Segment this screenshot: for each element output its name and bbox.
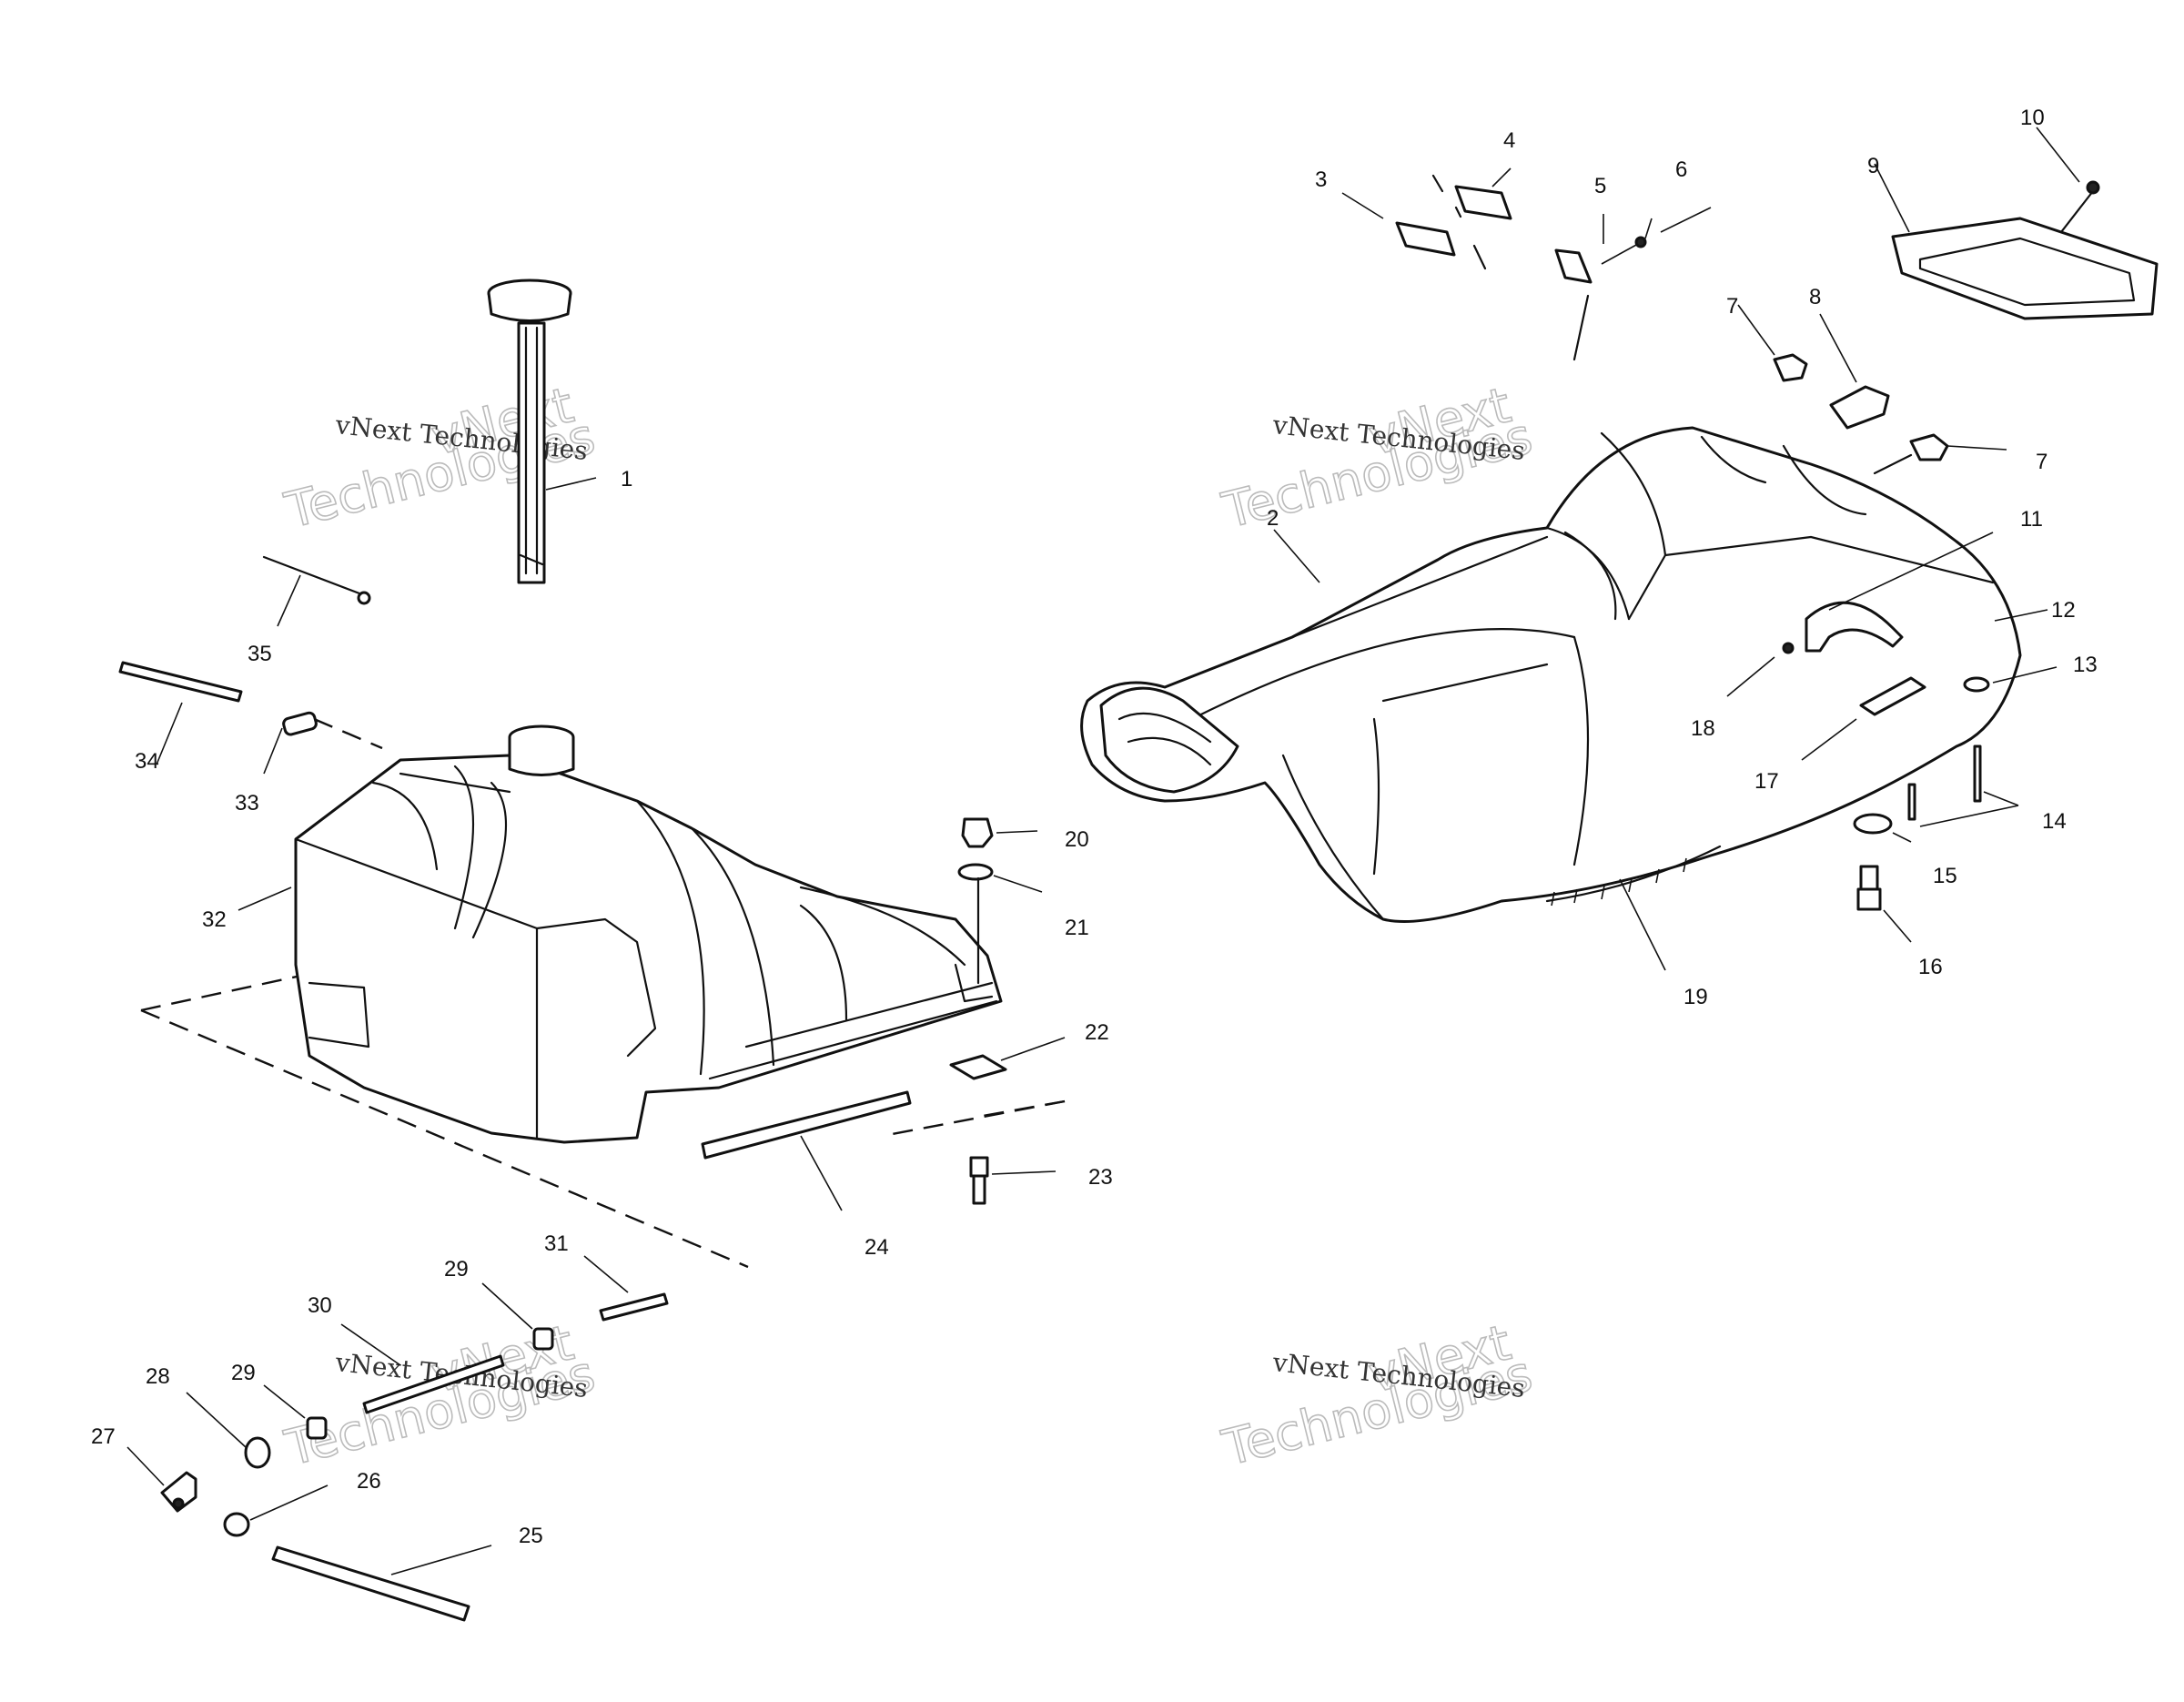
callout-1: 1 xyxy=(621,467,632,491)
callout-29a: 29 xyxy=(444,1257,469,1282)
callout-7a: 7 xyxy=(1726,294,1738,319)
callout-35: 35 xyxy=(248,642,272,666)
callout-3: 3 xyxy=(1315,167,1327,192)
callout-25: 25 xyxy=(519,1524,543,1548)
callout-22: 22 xyxy=(1085,1020,1109,1045)
callout-17: 17 xyxy=(1754,769,1779,794)
callout-28: 28 xyxy=(146,1364,170,1389)
callout-10: 10 xyxy=(2020,106,2045,130)
callout-8: 8 xyxy=(1809,285,1821,309)
callout-labels: 1 2 3 4 5 6 7 7 8 9 10 11 12 13 14 15 16… xyxy=(91,106,2098,1548)
watermark-1: Technologies vNext vNext Technologies xyxy=(278,376,601,541)
callout-31: 31 xyxy=(544,1231,569,1256)
watermark-4: Technologies vNext vNext Technologies xyxy=(1216,1313,1538,1478)
callout-27: 27 xyxy=(91,1424,116,1449)
callout-19: 19 xyxy=(1684,985,1708,1009)
callout-4: 4 xyxy=(1503,128,1515,153)
callout-18: 18 xyxy=(1691,716,1715,741)
callout-6: 6 xyxy=(1675,157,1687,182)
callout-13: 13 xyxy=(2073,653,2098,677)
callout-21: 21 xyxy=(1065,916,1089,940)
callout-26: 26 xyxy=(357,1469,381,1494)
callout-15: 15 xyxy=(1933,864,1957,888)
callout-12: 12 xyxy=(2051,598,2076,623)
callout-16: 16 xyxy=(1918,955,1943,979)
small-parts-right xyxy=(1273,127,2159,971)
callout-9: 9 xyxy=(1867,154,1879,178)
callout-33: 33 xyxy=(235,791,259,816)
callout-24: 24 xyxy=(864,1235,889,1260)
callout-29b: 29 xyxy=(231,1361,256,1385)
callout-11: 11 xyxy=(2020,507,2043,532)
callout-20: 20 xyxy=(1065,827,1089,852)
callout-34: 34 xyxy=(135,749,159,774)
callout-14: 14 xyxy=(2042,809,2067,834)
callout-7b: 7 xyxy=(2036,450,2048,474)
small-parts-left xyxy=(118,555,1066,1622)
fuel-tank xyxy=(140,717,1066,1269)
fuel-gauge-sender xyxy=(487,279,597,584)
callout-30: 30 xyxy=(308,1293,332,1318)
watermark-2: Technologies vNext vNext Technologies xyxy=(1216,376,1538,541)
callout-2: 2 xyxy=(1267,506,1279,531)
seat xyxy=(1080,426,2022,923)
callout-5: 5 xyxy=(1594,174,1606,198)
callout-32: 32 xyxy=(202,907,227,932)
callout-23: 23 xyxy=(1088,1165,1113,1190)
